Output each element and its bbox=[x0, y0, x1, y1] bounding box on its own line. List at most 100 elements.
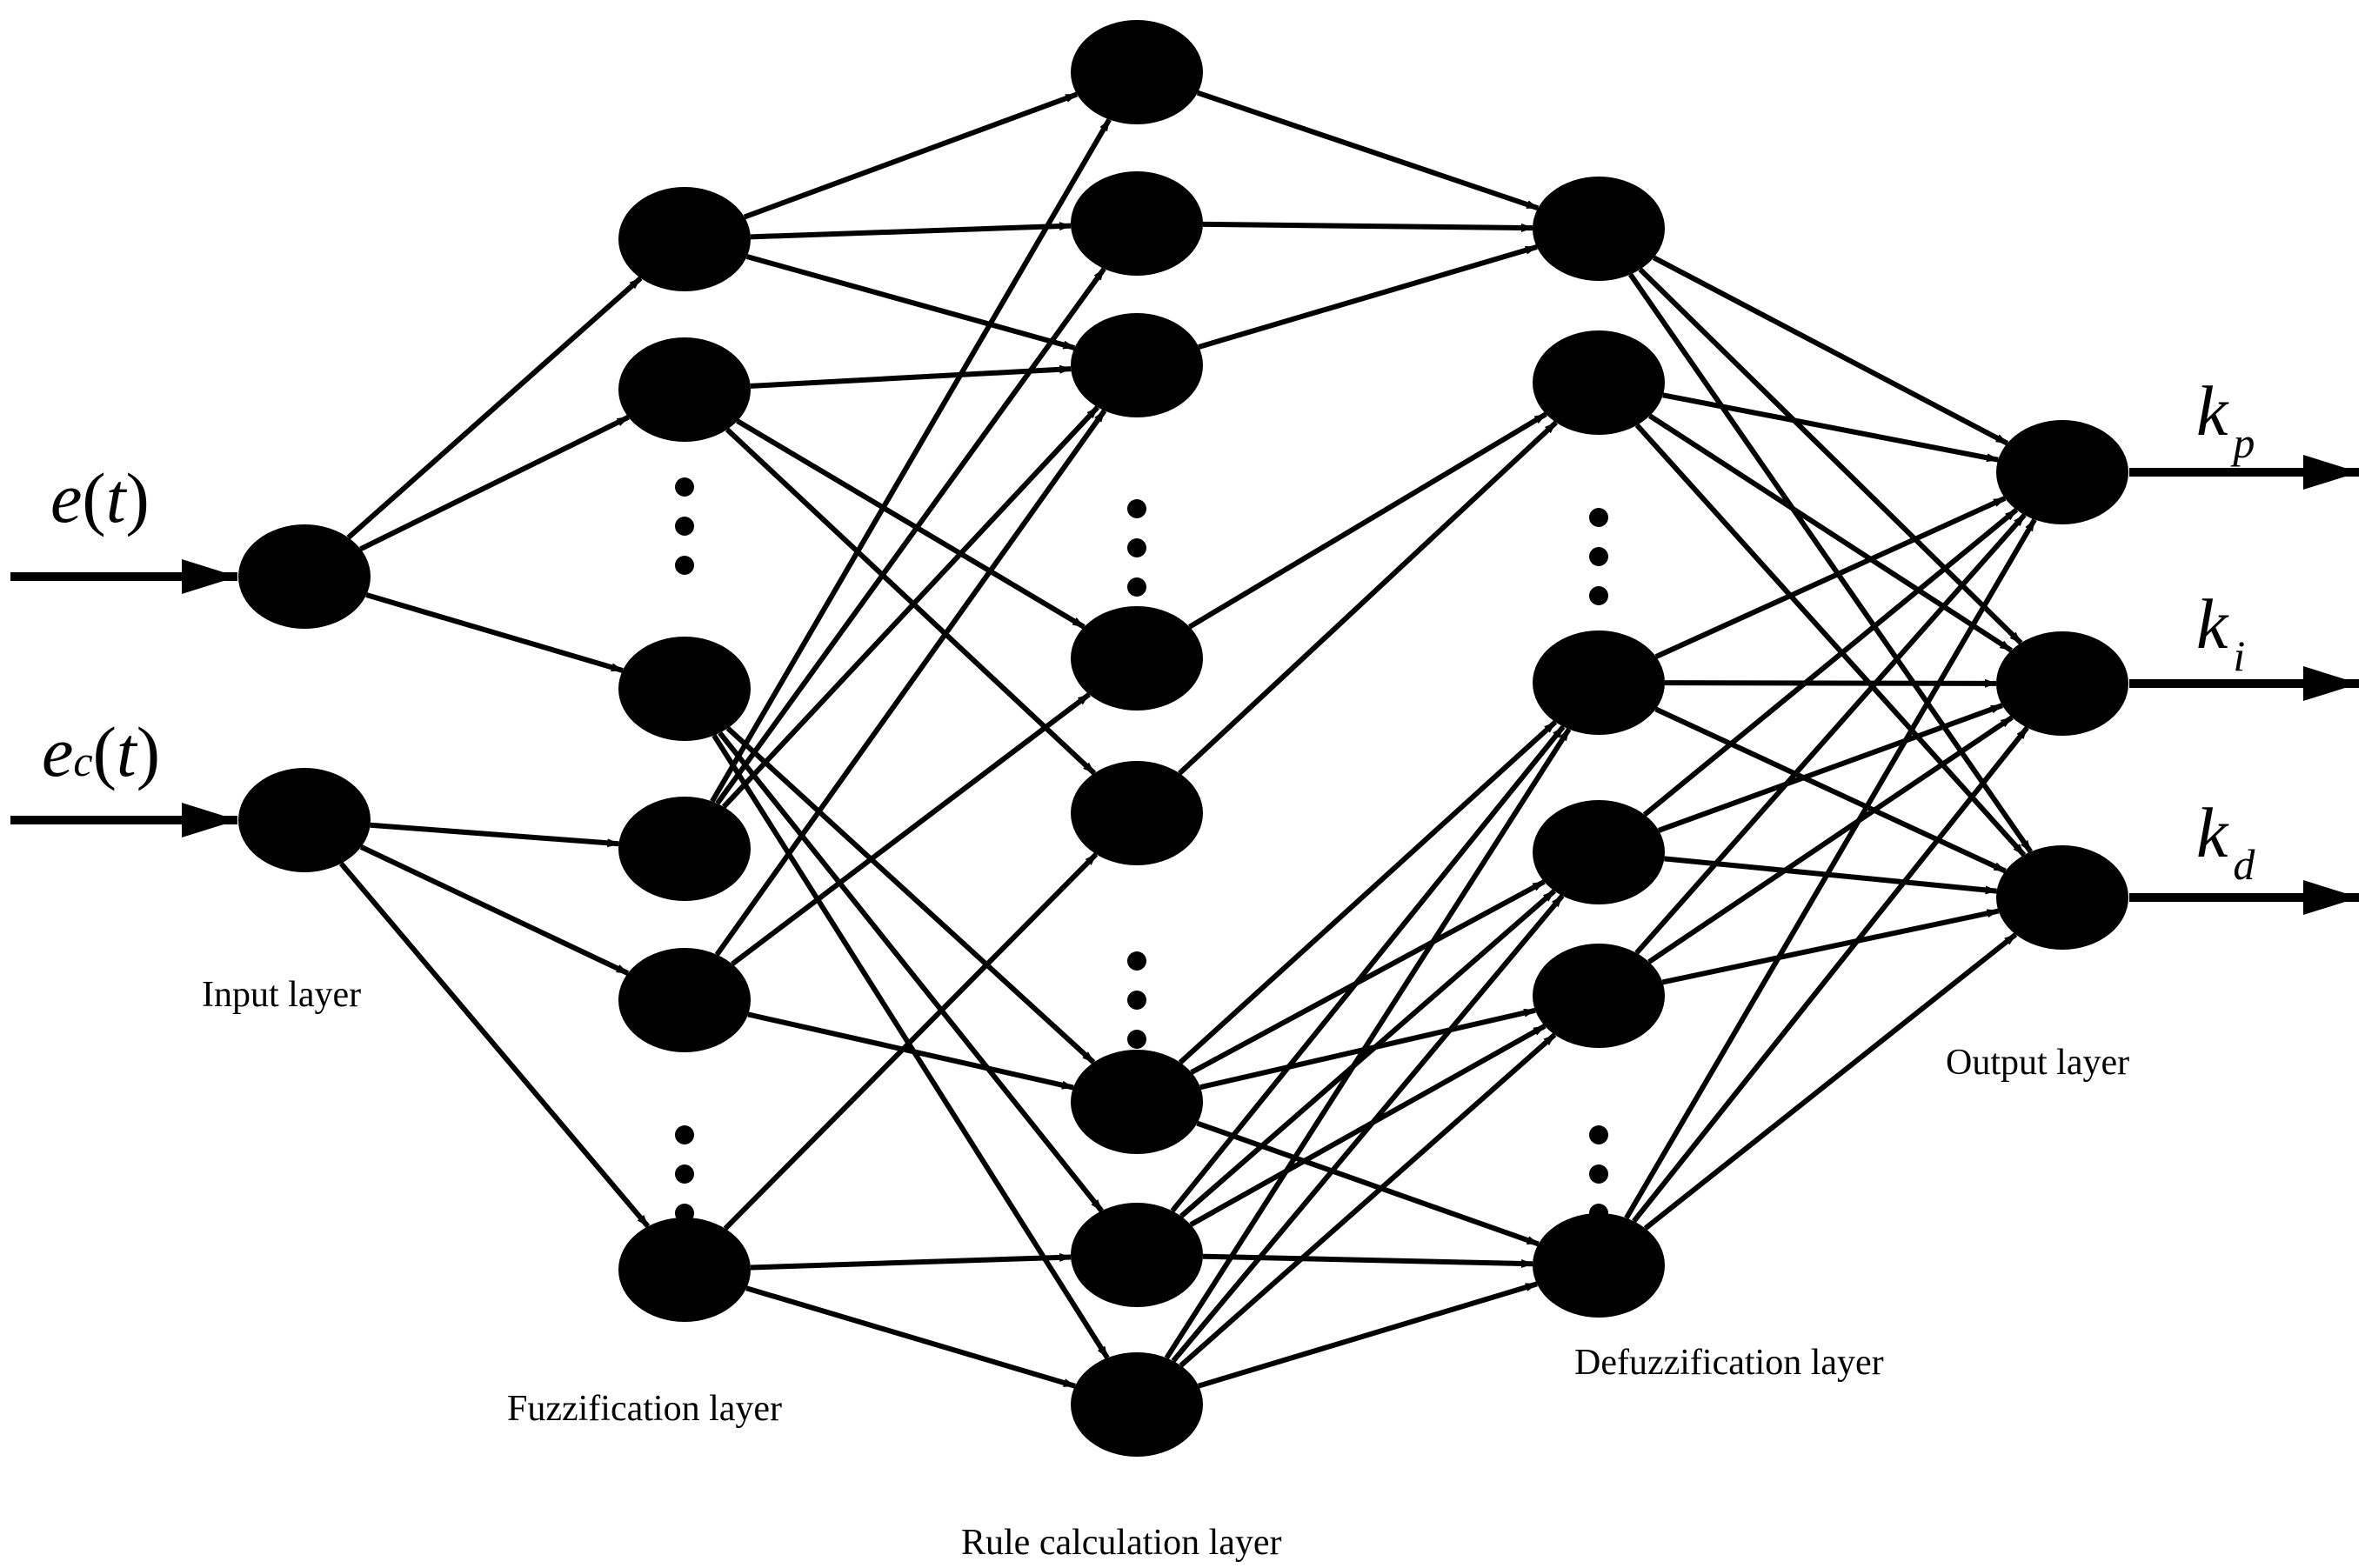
connection-arrow bbox=[1179, 1032, 1557, 1368]
ellipsis-dot bbox=[1127, 951, 1146, 971]
connection-arrow bbox=[1632, 725, 2029, 1224]
connection-arrow bbox=[725, 726, 1096, 1064]
connection-arrow bbox=[743, 91, 1079, 220]
connection-arrow bbox=[1628, 272, 2033, 854]
connection-arrow bbox=[1662, 392, 2000, 463]
rule-node bbox=[1071, 606, 1203, 711]
connection-arrow bbox=[1178, 420, 1558, 776]
output-node bbox=[1996, 631, 2128, 736]
connection-arrow bbox=[1664, 856, 1998, 895]
connection-arrow bbox=[1164, 727, 1572, 1360]
fuzzification-node bbox=[618, 948, 751, 1052]
connection-arrows bbox=[338, 90, 2037, 1389]
connection-arrow bbox=[750, 1252, 1072, 1271]
connection-arrow bbox=[1661, 908, 2000, 985]
connection-arrow bbox=[1652, 255, 2009, 446]
defuzzification-node bbox=[1533, 800, 1665, 904]
fuzzification-layer-label: Fuzzification layer bbox=[507, 1389, 782, 1429]
connection-arrow bbox=[715, 267, 1106, 805]
connection-arrow bbox=[712, 734, 1110, 1359]
connection-arrow bbox=[359, 415, 630, 551]
connection-arrow bbox=[1199, 1007, 1537, 1091]
connection-arrow bbox=[1642, 507, 2019, 817]
connection-arrow bbox=[1190, 879, 1546, 1075]
input-output-arrows bbox=[10, 455, 2359, 915]
connection-arrow bbox=[1179, 889, 1556, 1218]
rule-node bbox=[1071, 1352, 1203, 1457]
connection-arrow bbox=[359, 844, 630, 976]
connection-arrow bbox=[1198, 1281, 1538, 1389]
connection-arrow bbox=[745, 254, 1076, 350]
defuzzification-node bbox=[1533, 944, 1665, 1048]
connection-arrow bbox=[1647, 715, 2014, 964]
connection-arrow bbox=[346, 276, 643, 540]
connection-arrow bbox=[718, 731, 1104, 1213]
defuzzification-node bbox=[1533, 1213, 1665, 1318]
rule-node bbox=[1071, 171, 1203, 276]
defuzzification-node bbox=[1533, 330, 1665, 435]
input-label-e: e(t) bbox=[50, 458, 150, 537]
connection-arrow bbox=[731, 692, 1091, 966]
connection-arrow bbox=[1643, 932, 2018, 1231]
connection-arrow bbox=[1624, 517, 2037, 1220]
connection-arrow bbox=[1196, 90, 1540, 211]
ellipsis-dot bbox=[1127, 991, 1146, 1010]
fuzzification-node bbox=[618, 1218, 751, 1322]
connection-arrow bbox=[1638, 267, 2023, 645]
ellipsis-dots bbox=[675, 477, 1608, 1223]
connection-arrow bbox=[1664, 678, 1998, 688]
ellipsis-dot bbox=[1589, 1204, 1608, 1223]
output-layer-label: Output layer bbox=[1946, 1043, 2129, 1083]
rule-node bbox=[1071, 761, 1203, 865]
connection-arrow bbox=[1654, 496, 2007, 659]
rule-node bbox=[1071, 1050, 1203, 1154]
connection-arrow bbox=[1171, 894, 1565, 1363]
connection-arrow bbox=[1634, 423, 2027, 857]
rule-node bbox=[1071, 20, 1203, 124]
connection-arrow bbox=[710, 118, 1112, 803]
connection-arrow bbox=[1657, 703, 2004, 833]
ellipsis-dot bbox=[675, 556, 694, 575]
ellipsis-dot bbox=[1127, 577, 1146, 597]
input-layer-label: Input layer bbox=[202, 975, 361, 1015]
connection-arrow bbox=[338, 861, 651, 1229]
connection-arrow bbox=[745, 1285, 1076, 1389]
connection-arrow bbox=[1198, 244, 1538, 350]
input-node bbox=[238, 768, 371, 872]
connection-arrow bbox=[1188, 411, 1547, 630]
connection-arrow bbox=[1170, 724, 1566, 1213]
rule-calculation-layer-label: Rule calculation layer bbox=[961, 1523, 1282, 1563]
ellipsis-dot bbox=[1127, 499, 1146, 518]
ellipsis-dot bbox=[1589, 508, 1608, 527]
ellipsis-dot bbox=[675, 1125, 694, 1144]
input-node bbox=[238, 524, 371, 629]
connection-arrow bbox=[370, 822, 620, 848]
connection-arrow bbox=[1654, 706, 2007, 874]
connection-arrow bbox=[725, 427, 1097, 776]
ellipsis-dot bbox=[1589, 586, 1608, 605]
connection-arrow bbox=[1648, 413, 2013, 653]
defuzzification-node bbox=[1533, 177, 1665, 281]
connection-arrow bbox=[1634, 513, 2027, 955]
connection-arrow bbox=[747, 1011, 1074, 1091]
network-nodes bbox=[238, 20, 2128, 1457]
connection-arrow bbox=[1178, 720, 1558, 1064]
ellipsis-dot bbox=[1589, 1125, 1608, 1144]
ellipsis-dot bbox=[1127, 1030, 1146, 1049]
rule-node bbox=[1071, 1203, 1203, 1307]
ellipsis-dot bbox=[675, 517, 694, 536]
connection-arrow bbox=[750, 364, 1072, 389]
output-node bbox=[1996, 845, 2128, 950]
defuzzification-layer-label: Defuzzification layer bbox=[1574, 1343, 1884, 1383]
input-label-ec: ec(t) bbox=[42, 712, 160, 791]
fuzzification-node bbox=[618, 187, 751, 291]
output-node bbox=[1996, 420, 2128, 524]
fuzzification-node bbox=[618, 637, 751, 741]
connection-arrow bbox=[721, 405, 1100, 809]
fuzzification-node bbox=[618, 797, 751, 901]
connection-arrow bbox=[1202, 221, 1534, 232]
